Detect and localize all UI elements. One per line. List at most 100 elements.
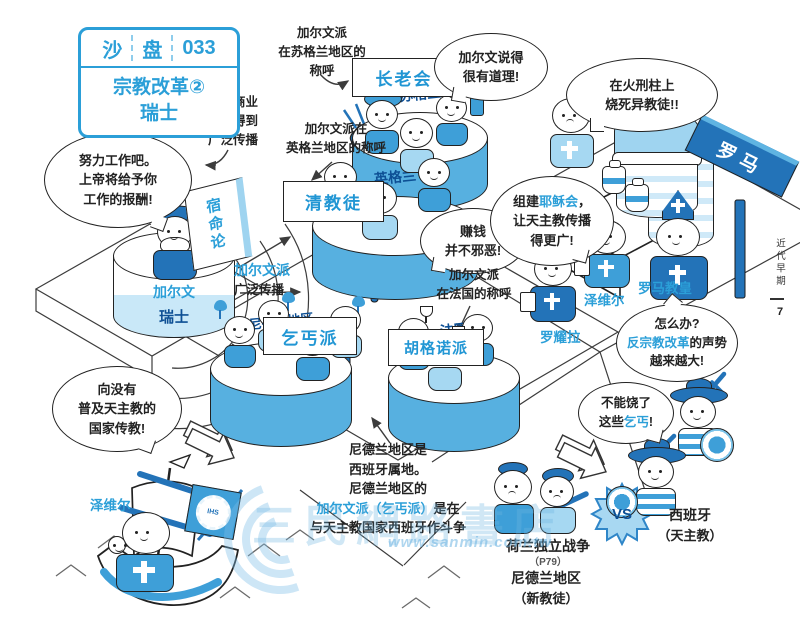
arrow-to-england: [237, 236, 292, 269]
note-line: 在苏格兰地区的: [278, 44, 366, 59]
text-segment-highlight: 反宗教改革: [626, 335, 690, 350]
bubble-line: 很有道理!: [462, 69, 520, 84]
text-segment-highlight: 加尔文派（乞丐派）: [316, 500, 434, 516]
bubble-line: 越来越大!: [649, 354, 705, 369]
note-netherlands: 尼德兰地区是 西班牙属地。 尼德兰地区的 加尔文派（乞丐派）是在 与天主教国家西…: [290, 440, 486, 538]
big-arrow-to-battle: [554, 434, 607, 480]
pennant: [168, 453, 192, 469]
text-segment: 是在: [433, 500, 460, 516]
bubble-line: 向没有: [97, 381, 137, 397]
jar-icon: [625, 178, 649, 212]
bubble-line: 并不邪恶!: [444, 243, 502, 258]
bubble-counter-reformation: 怎么办? 反宗教改革的声势 越来越大!: [616, 304, 738, 382]
note-pointer-lines: [299, 489, 467, 567]
label-xavier-ship: 泽维尔: [90, 498, 131, 513]
note-england-name: 加尔文派在 英格兰地区的称呼: [276, 120, 396, 158]
bubble-line: 努力工作吧。: [78, 152, 157, 168]
note-line: 西班牙属地。: [348, 461, 427, 477]
text-segment: 这些: [598, 415, 624, 429]
bubble-line: 烧死异教徒!!: [605, 97, 679, 112]
flag-huguenot: 胡格诺派: [388, 329, 484, 366]
note-line: 广泛传播: [234, 283, 285, 297]
page-title-line2: 瑞士: [139, 102, 178, 124]
bubble-makes-sense: 加尔文说得 很有道理!: [434, 33, 548, 101]
arrow-to-calvin: [204, 149, 229, 171]
shield-icon: [606, 486, 638, 518]
bubble-tail: [590, 118, 604, 132]
bubble-line: 上帝将给予你: [78, 172, 157, 188]
bubble-tail: [450, 86, 468, 104]
note-line: 尼德兰地区是: [348, 442, 427, 457]
bubble-line: 让天主教传播: [512, 213, 591, 229]
note-line: 加尔文派: [296, 26, 347, 40]
dashed-separator: [171, 35, 174, 61]
cross-icon: [675, 265, 680, 285]
series-title-box: 沙 盘 033 宗教改革② 瑞士: [78, 27, 240, 139]
series-number: 033: [182, 36, 216, 59]
page-title: 宗教改革② 瑞士: [81, 68, 237, 135]
label-netherlands-side: 尼德兰地区 （新教徒）: [490, 568, 602, 609]
note-line-highlight: 加尔文派: [234, 262, 290, 278]
bubble-tail: [430, 256, 448, 274]
predestination-book: 宿命论: [183, 176, 253, 272]
bubble-work-hard: 努力工作吧。 上帝将给予你 工作的报酬!: [44, 132, 192, 228]
arrow-to-nl-platform: [371, 416, 391, 444]
note-line: 加尔文派在: [304, 122, 368, 136]
tulip-icon: [352, 296, 365, 315]
arrow-to-presbyterian-flag: [319, 73, 350, 91]
text-segment: ，: [578, 193, 592, 209]
jesuit-flag: IHS: [184, 484, 242, 540]
text-segment: 组建: [512, 193, 539, 209]
swiss-slab: [34, 223, 268, 381]
bubble-burn-heretics: 在火刑柱上 烧死异教徒!!: [566, 58, 718, 132]
bubble-line: 这些乞丐!: [599, 413, 653, 432]
note-line: 加尔文派（乞丐派）是在: [290, 499, 486, 519]
note-line: （新教徒）: [513, 591, 579, 606]
note-line: 加尔文派: [448, 268, 499, 282]
flag-puritan: 清教徒: [283, 181, 384, 222]
jar-icon: [602, 160, 626, 194]
note-scotland-name: 加尔文派 在苏格兰地区的 称呼: [264, 24, 380, 80]
margin-dash: [770, 298, 784, 300]
book-title: 宿命论: [203, 195, 227, 254]
bubble-line: 在火刑柱上: [609, 77, 675, 93]
label-loyola: 罗耀拉: [540, 330, 581, 345]
bubble-mission: 向没有 普及天主教的 国家传教!: [52, 366, 182, 452]
label-spain: 西班牙 （天主教）: [644, 505, 736, 546]
switzerland-label: 瑞士: [158, 309, 189, 326]
bubble-line: 得更广!: [530, 232, 574, 248]
text-segment-highlight: 耶稣会: [538, 193, 578, 209]
vs-text: VS: [611, 506, 632, 523]
tulip-icon: [282, 292, 295, 311]
bubble-line: 不能饶了: [600, 396, 651, 411]
bubble-line: 赚钱: [459, 223, 486, 239]
margin-side-text: 近代早期: [774, 238, 785, 288]
bubble-no-mercy: 不能饶了 这些乞丐!: [578, 382, 674, 444]
shield-icon: [700, 428, 734, 462]
flag-huguenot-text: 胡格诺派: [403, 340, 468, 357]
bubble-line: 加尔文说得: [458, 49, 524, 65]
label-dutch-war: 荷兰独立战争: [506, 538, 590, 554]
note-line: 称呼: [309, 63, 335, 78]
note-france-name: 加尔文派 在法国的称呼: [418, 266, 530, 304]
flag-puritan-text: 清教徒: [305, 194, 362, 213]
bubble-line: 组建耶稣会，: [513, 192, 591, 212]
dashed-separator: [131, 35, 134, 61]
bubble-line: 工作的报酬!: [83, 191, 153, 207]
wine-glass-icon: [420, 306, 433, 323]
page-title-line1: 宗教改革②: [112, 77, 206, 98]
flag-presbyterian-text: 长老会: [375, 70, 433, 89]
margin-page-number: 7: [777, 306, 784, 318]
series-word-2: 盘: [142, 39, 163, 62]
bubble-line: 普及天主教的: [77, 401, 156, 417]
bubble-line: 国家传教!: [88, 420, 146, 436]
label-pope: 罗马教皇: [638, 281, 692, 296]
text-segment: !: [648, 415, 654, 429]
ihs-sunburst-icon: IHS: [192, 491, 234, 533]
bubble-line: 反宗教改革的声势: [627, 334, 727, 353]
waving-hand: [108, 536, 126, 554]
ihs-text: IHS: [206, 507, 220, 517]
tulip-icon: [214, 300, 227, 319]
note-line: 在法国的称呼: [436, 286, 512, 301]
